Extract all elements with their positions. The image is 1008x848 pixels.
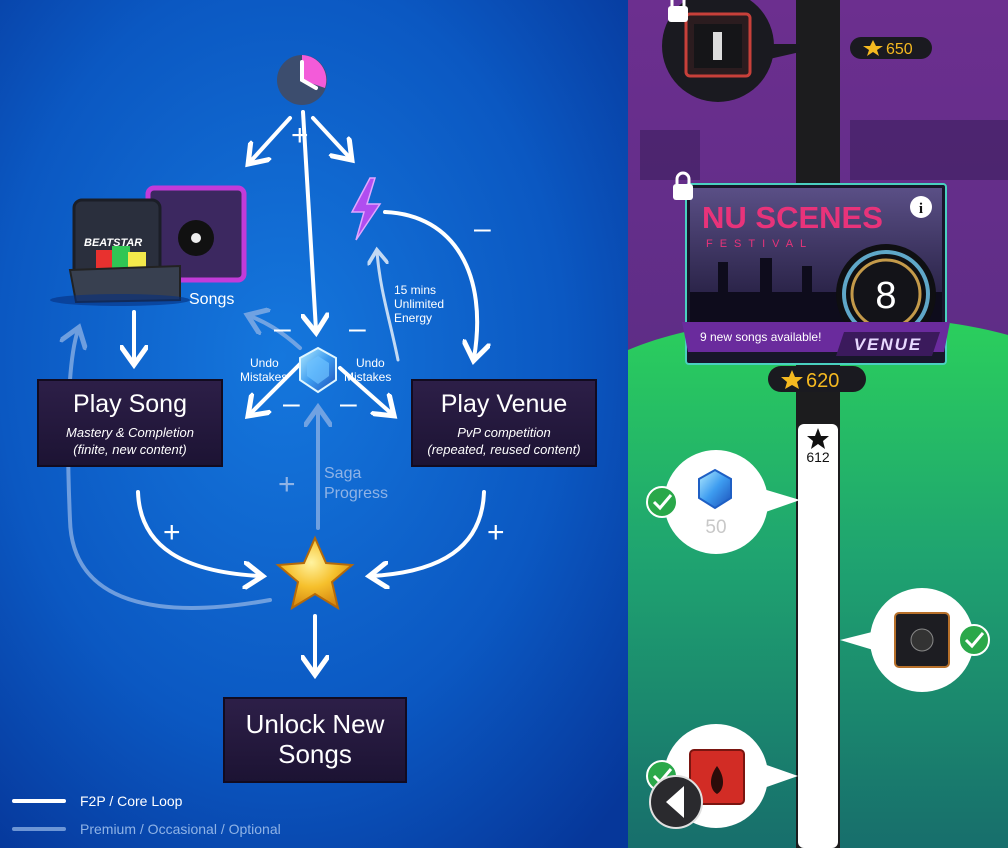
sign-minus-energy: –: [474, 212, 491, 245]
info-icon-glyph: i: [919, 201, 923, 217]
venue-stars-badge: 620: [768, 366, 866, 392]
diagram-legend: F2P / Core Loop Premium / Occasional / O…: [12, 793, 281, 837]
check-icon-gem: [646, 486, 678, 518]
star-icon: [275, 535, 355, 611]
sign-minus-right: –: [349, 312, 366, 345]
gem-reward-icon: [698, 468, 732, 510]
star-icon-venue: [781, 370, 803, 389]
undo-left-line2: Mistakes: [240, 370, 287, 384]
sign-minus-left: –: [274, 312, 291, 345]
game-saga-map: 612 650 N: [628, 0, 1008, 848]
undo-right-line2: Mistakes: [344, 370, 391, 384]
timer-icon: [277, 55, 327, 105]
legend-optional-label: Premium / Occasional / Optional: [80, 821, 281, 837]
arrow-gem-to-play-song: [250, 362, 302, 414]
arrow-gem-to-play-venue: [338, 366, 392, 414]
unlock-title-line2: Songs: [278, 739, 352, 769]
sign-plus-saga: +: [278, 468, 296, 501]
venue-badge-text: VENUE: [854, 335, 923, 354]
undo-right-line1: Undo: [356, 356, 385, 370]
saga-label-line2: Progress: [324, 485, 388, 502]
sign-minus-gem-left: –: [283, 387, 300, 420]
arrow-timer-to-energy: [311, 116, 350, 158]
play-song-subtitle-line2: (finite, new content): [73, 442, 186, 457]
unlock-new-songs-node: Unlock New Songs: [223, 697, 407, 783]
star-icon-small: [863, 40, 883, 56]
songs-crates-illustration: BEATSTAR: [50, 185, 247, 306]
venue-badge-bg: [836, 332, 940, 356]
legend-core-loop-label: F2P / Core Loop: [80, 793, 183, 809]
arrow-energy-to-venue: [383, 210, 477, 358]
play-venue-subtitle-line1: PvP competition: [457, 425, 550, 440]
new-songs-text: 9 new songs available!: [700, 330, 821, 344]
venue-name-sub: FESTIVAL: [706, 238, 813, 250]
gem-icon: [299, 346, 337, 394]
play-song-subtitle-line1: Mastery & Completion: [66, 425, 194, 440]
energy-label-line1: 15 mins: [394, 283, 436, 297]
arrow-venue-to-energy: [377, 252, 400, 362]
arrow-play-song-to-star: [136, 490, 260, 576]
sign-minus-gem-right: –: [340, 387, 357, 420]
saga-progress-label: Saga Progress: [324, 465, 388, 502]
gem-reward-node[interactable]: 50: [664, 450, 800, 554]
lightning-energy-icon: [350, 177, 382, 241]
top-stars-badge: 650: [850, 37, 932, 59]
info-icon[interactable]: [910, 196, 932, 218]
venue-name: NU SCENES: [702, 200, 883, 235]
undo-left-line1: Undo: [250, 356, 279, 370]
gem-reward-amount: 50: [705, 517, 726, 538]
locked-amp-node[interactable]: [662, 0, 800, 102]
energy-label-line3: Energy: [394, 311, 432, 325]
arrow-timer-to-gem: [301, 110, 316, 330]
unlock-title-line1: Unlock New: [246, 709, 385, 739]
core-loop-arrows: [134, 110, 486, 672]
arrow-timer-to-songs: [250, 116, 292, 162]
check-icon-crate: [958, 624, 990, 656]
core-loop-diagram: BEATSTAR Songs + – – – – – + + + Undo Mi…: [0, 0, 628, 848]
optional-arrows: [68, 252, 400, 610]
arrow-gem-to-songs: [250, 316, 302, 350]
top-stars-value: 650: [886, 41, 913, 58]
play-song-title: Play Song: [73, 390, 187, 418]
sign-plus-top: +: [291, 119, 309, 152]
play-venue-subtitle-line2: (repeated, reused content): [427, 442, 580, 457]
play-song-node: Play Song Mastery & Completion (finite, …: [37, 379, 223, 467]
sign-plus-left: +: [163, 516, 181, 549]
flame-icon: [710, 766, 724, 794]
back-arrow-icon: [666, 786, 684, 818]
loop-small-labels: Undo Mistakes Undo Mistakes 15 mins Unli…: [240, 283, 444, 384]
lock-icon: [668, 0, 688, 22]
guitar-icon: [713, 32, 722, 60]
songs-label: Songs: [189, 291, 234, 308]
venue-card[interactable]: NU SCENES FESTIVAL i 8 9 new songs avail…: [682, 183, 950, 365]
progress-bar: [798, 424, 838, 848]
venue-level-number: 8: [875, 275, 896, 317]
venue-stars-value: 620: [806, 370, 839, 392]
play-venue-title: Play Venue: [441, 390, 568, 418]
back-button[interactable]: [649, 775, 703, 829]
progress-stars-count: 612: [806, 449, 830, 465]
play-venue-node: Play Venue PvP competition (repeated, re…: [411, 379, 597, 467]
loop-signs: + – – – – – + + +: [163, 119, 505, 549]
black-crate-node[interactable]: [840, 588, 974, 692]
venue-level-ring: 8: [836, 244, 936, 344]
arrow-play-venue-to-star: [372, 490, 486, 576]
energy-label-line2: Unlimited: [394, 297, 444, 311]
stage-silhouette: [640, 120, 1008, 180]
saga-label-line1: Saga: [324, 465, 361, 482]
venue-lock-icon: [673, 171, 693, 200]
progress-star-marker: 612: [806, 428, 830, 465]
arrow-star-to-songs: [68, 330, 272, 610]
sign-plus-right: +: [487, 516, 505, 549]
